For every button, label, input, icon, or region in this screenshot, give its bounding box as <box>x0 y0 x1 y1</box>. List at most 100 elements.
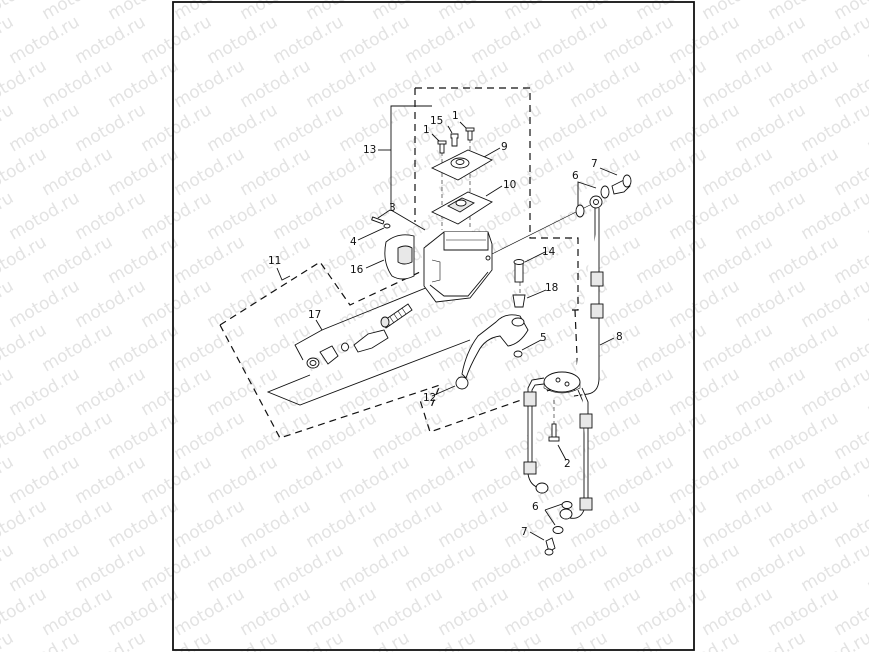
callout-18: 18 <box>545 282 558 294</box>
retaining-ring-icon <box>513 350 523 358</box>
watermark-text: motod.ru <box>402 12 480 68</box>
watermark-text: motod.ru <box>171 496 249 552</box>
watermark-text: motod.ru <box>72 540 150 596</box>
watermark-text: motod.ru <box>732 452 810 508</box>
watermark-text: motod.ru <box>600 100 678 156</box>
watermark-text: motod.ru <box>0 628 17 652</box>
watermark-text: motod.ru <box>171 144 249 200</box>
watermark-text: motod.ru <box>336 364 414 420</box>
watermark-text: motod.ru <box>105 56 183 112</box>
watermark-text: motod.ru <box>105 144 183 200</box>
plug-icon <box>450 133 459 147</box>
watermark-text: motod.ru <box>534 100 612 156</box>
watermark-text: motod.ru <box>204 452 282 508</box>
callout-3: 3 <box>389 202 396 214</box>
lower-banjo-icon <box>544 501 573 556</box>
watermark-text: motod.ru <box>72 452 150 508</box>
callout-labels: 1 1 15 9 13 10 3 4 16 11 17 14 18 5 12 6… <box>268 110 623 538</box>
watermark-text: motod.ru <box>666 452 744 508</box>
watermark-text: motod.ru <box>501 56 579 112</box>
watermark-text: motod.ru <box>501 584 579 640</box>
watermark-text: motod.ru <box>204 276 282 332</box>
watermark-text: motod.ru <box>270 188 348 244</box>
watermark-text: motod.ru <box>6 364 84 420</box>
watermark-text: motod.ru <box>666 100 744 156</box>
watermark-text: motod.ru <box>72 188 150 244</box>
watermark-text: motod.ru <box>171 584 249 640</box>
watermark-text: motod.ru <box>39 320 117 376</box>
watermark-text: motod.ru <box>369 584 447 640</box>
watermark-text: motod.ru <box>6 100 84 156</box>
watermark-text: motod.ru <box>567 408 645 464</box>
upper-banjo-icon <box>575 174 632 218</box>
watermark-text: motod.ru <box>732 12 810 68</box>
watermark-text: motod.ru <box>633 320 711 376</box>
watermark-text: motod.ru <box>534 12 612 68</box>
watermark-text: motod.ru <box>204 100 282 156</box>
clamp-screw-icon <box>371 216 391 229</box>
watermark-text: motod.ru <box>402 452 480 508</box>
watermark-text: motod.ru <box>270 452 348 508</box>
watermark-text: motod.ru <box>435 56 513 112</box>
watermark-text: motod.ru <box>204 12 282 68</box>
watermark-text: motod.ru <box>666 364 744 420</box>
watermark-text: motod.ru <box>138 364 216 420</box>
watermark-text: motod.ru <box>699 320 777 376</box>
watermark-text: motod.ru <box>303 408 381 464</box>
watermark-text: motod.ru <box>105 496 183 552</box>
watermark-text: motod.ru <box>270 12 348 68</box>
watermark-text: motod.ru <box>435 496 513 552</box>
watermark-text: motod.ru <box>567 56 645 112</box>
watermark-text: motod.ru <box>270 100 348 156</box>
watermark-text: motod.ru <box>72 100 150 156</box>
watermark-text: motod.ru <box>171 56 249 112</box>
watermark-text: motod.ru <box>732 364 810 420</box>
callout-17: 17 <box>308 309 321 321</box>
watermark-text: motod.ru <box>237 408 315 464</box>
watermark-text: motod.ru <box>72 364 150 420</box>
watermark-text: motod.ru <box>303 232 381 288</box>
callout-15: 15 <box>430 115 443 127</box>
watermark-text: motod.ru <box>600 188 678 244</box>
callout-11: 11 <box>268 255 281 267</box>
callout-9: 9 <box>501 141 508 153</box>
piston-icon <box>306 316 390 369</box>
watermark-text: motod.ru <box>6 540 84 596</box>
callout-8: 8 <box>616 331 623 343</box>
watermark-text: motod.ru <box>105 408 183 464</box>
watermark-text: motod.ru <box>138 276 216 332</box>
junction-bolt-icon <box>548 423 560 442</box>
watermark-text: motod.ru <box>39 496 117 552</box>
watermark-text: motod.ru <box>303 56 381 112</box>
watermark-text: motod.ru <box>6 188 84 244</box>
watermark-text: motod.ru <box>369 408 447 464</box>
watermark-text: motod.ru <box>501 232 579 288</box>
watermark-text: motod.ru <box>39 408 117 464</box>
watermark-text: motod.ru <box>105 232 183 288</box>
parts <box>306 127 632 556</box>
watermark-text: motod.ru <box>600 452 678 508</box>
watermark-text: motod.ru <box>270 540 348 596</box>
screw-icon <box>437 127 475 154</box>
watermark-text: motod.ru <box>237 584 315 640</box>
callout-2: 2 <box>564 458 571 470</box>
watermark-text: motod.ru <box>567 496 645 552</box>
callout-14: 14 <box>542 246 556 258</box>
watermark-text: motod.ru <box>534 540 612 596</box>
watermark-text: motod.ru <box>270 364 348 420</box>
watermark-text: motod.ru <box>39 584 117 640</box>
watermark-text: motod.ru <box>765 232 843 288</box>
watermark-text: motod.ru <box>633 408 711 464</box>
watermark-text: motod.ru <box>468 12 546 68</box>
watermark-text: motod.ru <box>138 100 216 156</box>
watermark-text: motod.ru <box>600 364 678 420</box>
watermark-text: motod.ru <box>633 584 711 640</box>
watermark-text: motod.ru <box>138 188 216 244</box>
watermark-text: motod.ru <box>237 496 315 552</box>
watermark-text: motod.ru <box>765 584 843 640</box>
watermark-text: motod.ru <box>798 628 869 652</box>
watermark-text: motod.ru <box>468 452 546 508</box>
watermark-text: motod.ru <box>765 56 843 112</box>
watermark-text: motod.ru <box>336 452 414 508</box>
